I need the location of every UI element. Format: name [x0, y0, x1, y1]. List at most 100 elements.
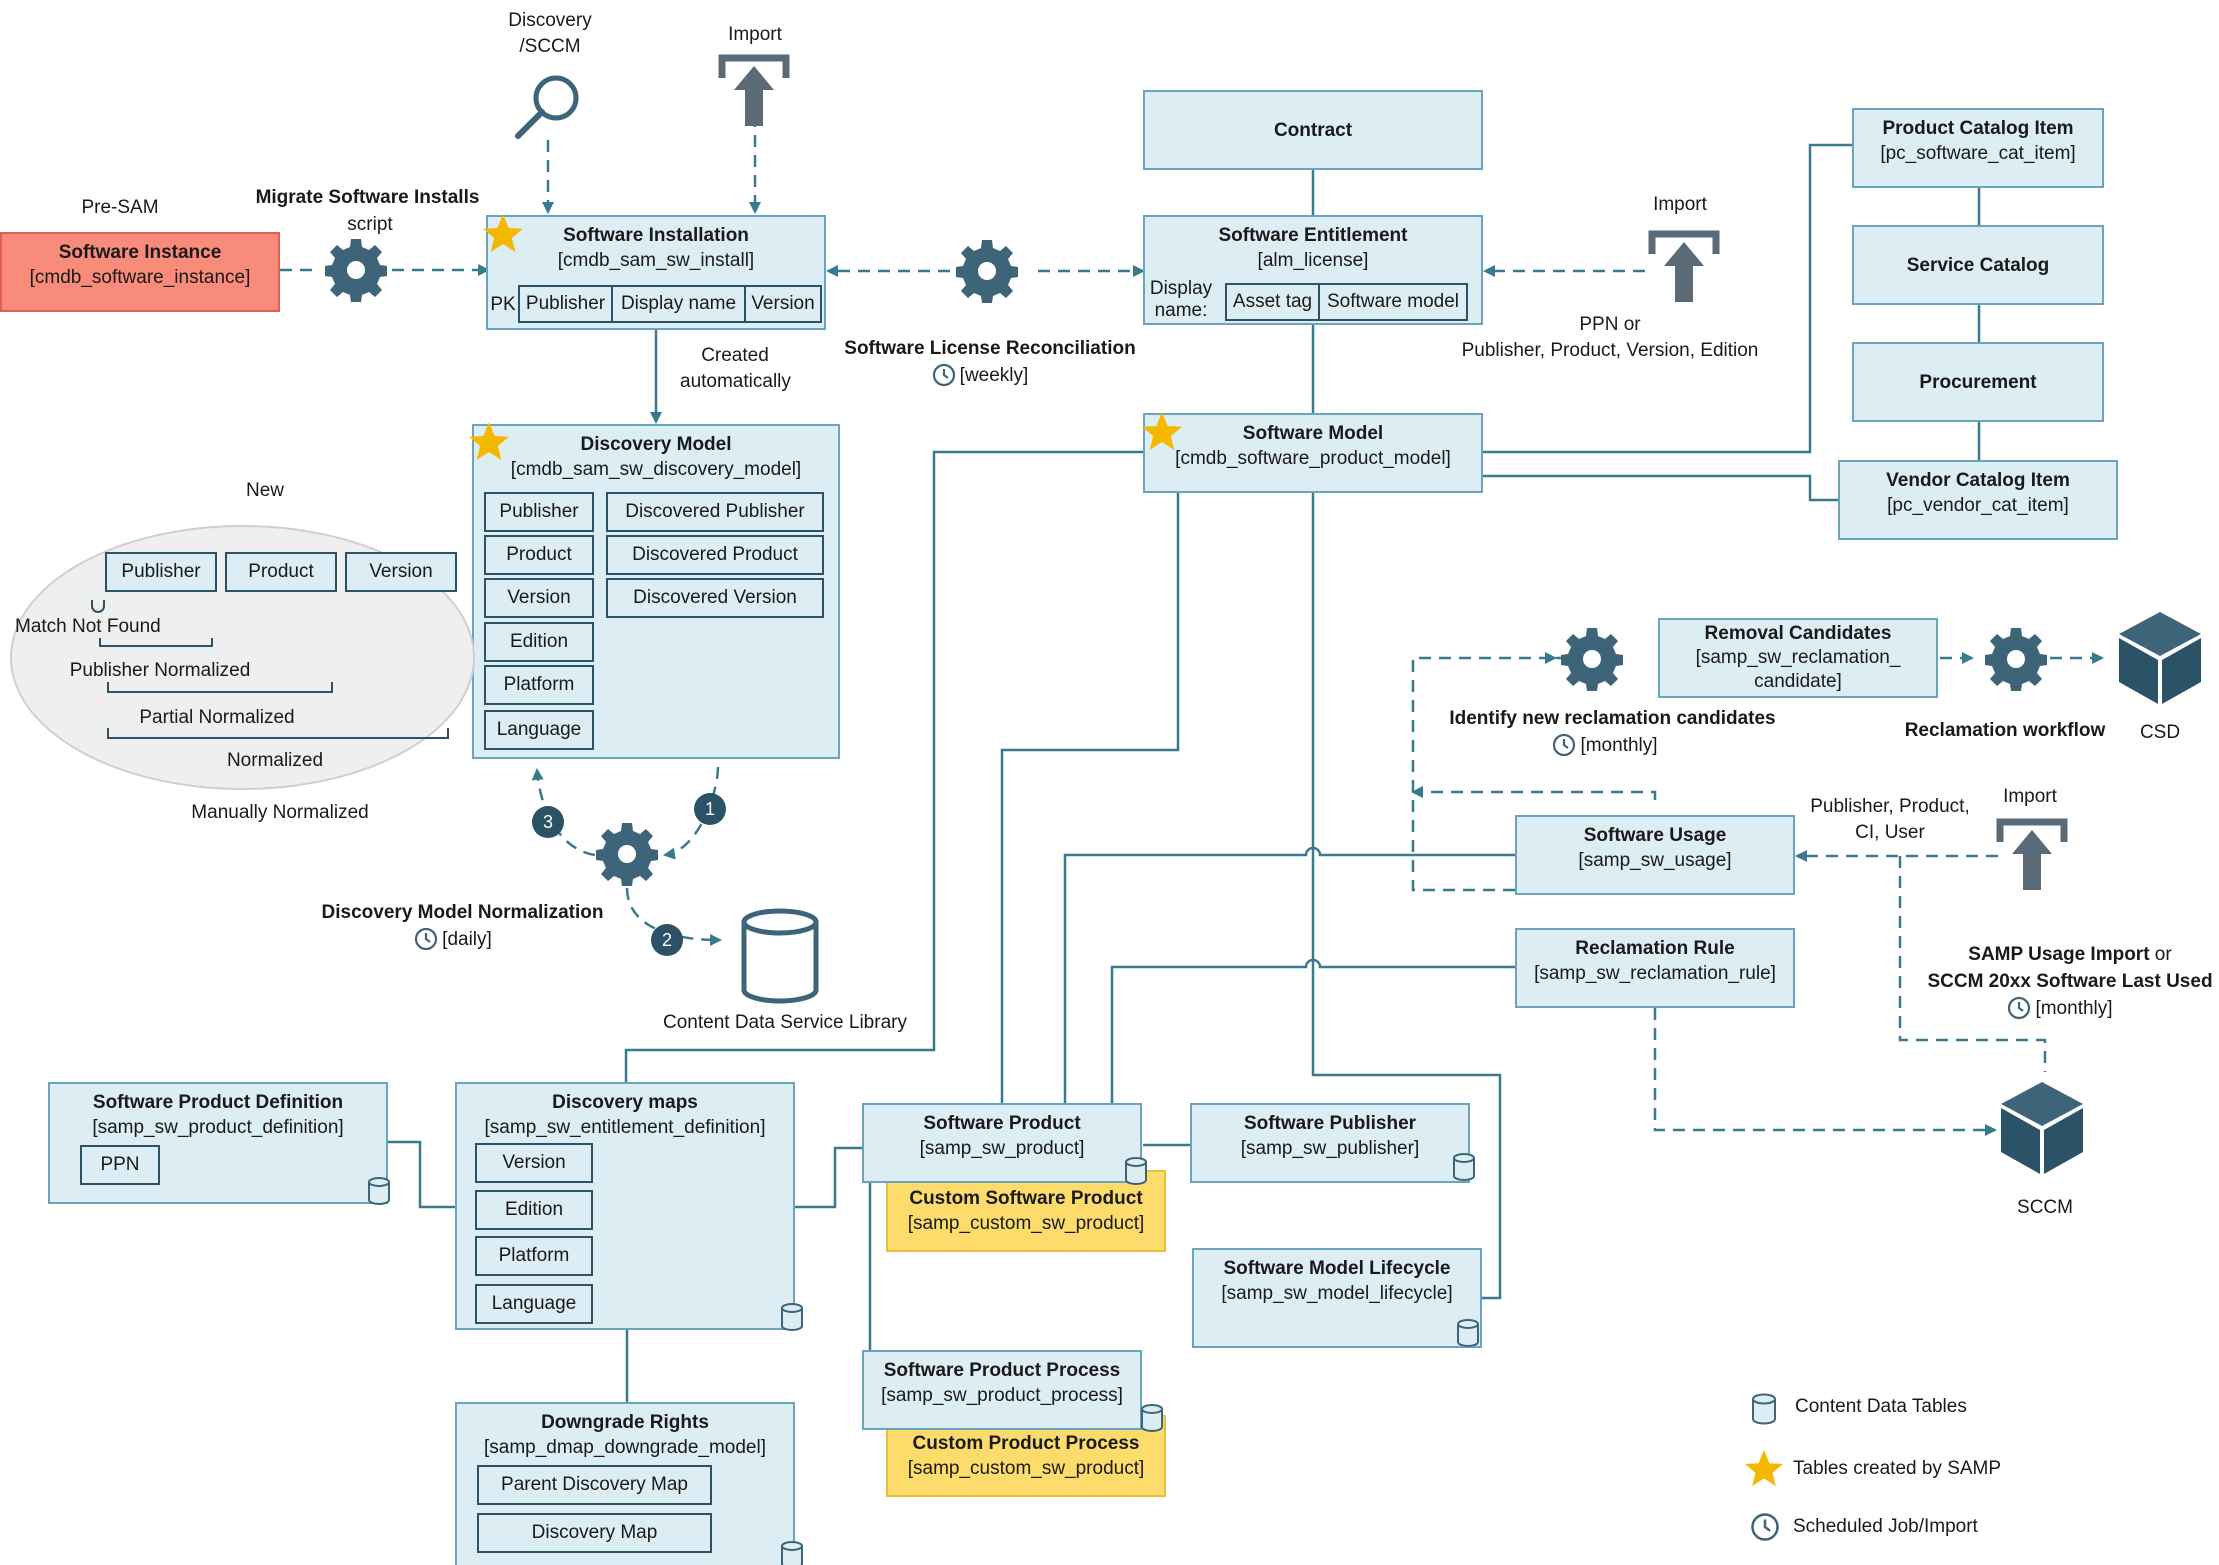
- legend-table-icon: [1752, 1393, 1776, 1425]
- software-product-process-box[interactable]: Software Product Process [samp_sw_produc…: [862, 1350, 1142, 1430]
- box-title: Reclamation Rule: [1575, 938, 1735, 959]
- software-product-definition-box[interactable]: Software Product Definition [samp_sw_pro…: [48, 1082, 388, 1204]
- level-publisher-normalized: Publisher Normalized: [69, 660, 251, 681]
- spd-field-ppn: PPN: [80, 1145, 160, 1185]
- normalization-label: Discovery Model Normalization: [321, 902, 604, 923]
- clock-icon: [2008, 996, 2031, 1020]
- procurement-box[interactable]: Procurement: [1852, 342, 2104, 422]
- reconciliation-schedule: [weekly]: [920, 363, 1040, 389]
- sccm-last-used-label: SCCM 20xx Software Last Used: [1927, 971, 2213, 992]
- box-title: Software Product: [923, 1113, 1081, 1134]
- step-3-badge: 3: [532, 806, 564, 838]
- import-right-label: Import: [1653, 194, 1707, 215]
- box-title: Discovery maps: [552, 1092, 698, 1113]
- vendor-catalog-item-box[interactable]: Vendor Catalog Item [pc_vendor_cat_item]: [1838, 460, 2118, 540]
- service-catalog-box[interactable]: Service Catalog: [1852, 225, 2104, 305]
- box-title: Contract: [1273, 119, 1353, 141]
- field-version: Version: [744, 285, 822, 323]
- clock-icon: [415, 927, 438, 951]
- bracket-marks: [91, 600, 449, 739]
- dm-field-edition: Edition: [484, 622, 594, 662]
- dm-field-discovered-version: Discovered Version: [606, 578, 824, 618]
- box-subtitle: [samp_sw_entitlement_definition]: [484, 1117, 766, 1138]
- software-model-lifecycle-box[interactable]: Software Model Lifecycle [samp_sw_model_…: [1192, 1248, 1482, 1348]
- box-subtitle: [cmdb_software_product_model]: [1175, 448, 1451, 469]
- box-title: Software Publisher: [1243, 1113, 1417, 1134]
- new-label: New: [245, 480, 284, 501]
- legend-content-data-tables: Content Data Tables: [1795, 1396, 1967, 1417]
- box-subtitle: [pc_vendor_cat_item]: [1887, 495, 2069, 516]
- field-publisher: Publisher: [518, 285, 613, 323]
- import-icon: [718, 54, 790, 126]
- dm-field-version: Version: [484, 578, 594, 618]
- reconciliation-label: Software License Reconciliation: [844, 338, 1136, 359]
- gear-icon: [956, 240, 1018, 303]
- box-title: Software Model: [1242, 423, 1384, 444]
- box-title: Software Entitlement: [1218, 225, 1408, 246]
- content-data-table-icon: [781, 1541, 803, 1565]
- removal-candidates-box[interactable]: Removal Candidates [samp_sw_reclamation_…: [1658, 618, 1938, 698]
- box-title: Downgrade Rights: [541, 1412, 709, 1433]
- box-subtitle: [samp_sw_product]: [919, 1138, 1085, 1159]
- dm-field-discovered-product: Discovered Product: [606, 535, 824, 575]
- usage-import-label: SAMP Usage Import or: [1968, 944, 2172, 965]
- box-title: Software Instance: [58, 242, 222, 263]
- cdsl-label: Content Data Service Library: [663, 1012, 907, 1033]
- software-usage-box[interactable]: Software Usage [samp_sw_usage]: [1515, 815, 1795, 895]
- box-title: Software Product Process: [883, 1360, 1121, 1381]
- box-subtitle: [samp_sw_product_definition]: [92, 1117, 344, 1138]
- new-field-product: Product: [225, 552, 337, 592]
- software-publisher-box[interactable]: Software Publisher [samp_sw_publisher]: [1190, 1103, 1470, 1183]
- box-subtitle: candidate]: [1754, 671, 1842, 692]
- box-title: Vendor Catalog Item: [1886, 470, 2070, 491]
- content-data-table-icon: [1457, 1319, 1479, 1347]
- box-title: Software Installation: [563, 225, 749, 246]
- software-model-box[interactable]: Software Model [cmdb_software_product_mo…: [1143, 413, 1483, 493]
- csd-cube-icon: [2119, 612, 2201, 704]
- dm-field-product: Product: [484, 535, 594, 575]
- csd-label: CSD: [2139, 722, 2181, 743]
- contract-box[interactable]: Contract: [1143, 90, 1483, 170]
- box-title: Software Product Definition: [92, 1092, 344, 1113]
- software-instance-box[interactable]: Software Instance [cmdb_software_instanc…: [0, 232, 280, 312]
- dmap-field-edition: Edition: [475, 1190, 593, 1230]
- legend-star-icon: [1744, 1449, 1784, 1487]
- star-icon: [1142, 412, 1182, 450]
- box-subtitle: [samp_custom_sw_product]: [907, 1213, 1145, 1234]
- import-label: Import: [728, 24, 782, 45]
- sccm-label: SCCM: [2017, 1197, 2073, 1218]
- level-manually-normalized: Manually Normalized: [191, 802, 369, 823]
- box-title: Software Usage: [1583, 825, 1727, 846]
- box-title: Service Catalog: [1906, 254, 2050, 276]
- link-model-vendor: [1482, 474, 1838, 502]
- pre-sam-label: Pre-SAM: [81, 197, 159, 218]
- star-icon: [483, 214, 523, 252]
- gear-icon: [1561, 628, 1623, 691]
- new-field-version: Version: [345, 552, 457, 592]
- box-subtitle: [alm_license]: [1257, 250, 1369, 271]
- dr-field-parent-discovery-map: Parent Discovery Map: [477, 1465, 712, 1505]
- sccm-cube-icon: [2001, 1082, 2083, 1174]
- custom-software-product-box[interactable]: Custom Software Product [samp_custom_sw_…: [886, 1170, 1166, 1252]
- reclamation-rule-box[interactable]: Reclamation Rule [samp_sw_reclamation_ru…: [1515, 928, 1795, 1008]
- script-label: script: [347, 214, 393, 235]
- box-title: Discovery Model: [580, 434, 732, 455]
- svg-text:3: 3: [543, 812, 553, 832]
- box-title: Removal Candidates: [1704, 623, 1892, 644]
- content-data-table-icon: [1125, 1157, 1147, 1185]
- dm-field-platform: Platform: [484, 665, 594, 705]
- normalization-schedule: [daily]: [398, 927, 508, 953]
- dmap-field-language: Language: [475, 1284, 593, 1324]
- pk-label: PK: [490, 294, 516, 315]
- gear-icon: [596, 823, 658, 886]
- svg-text:1: 1: [705, 799, 715, 819]
- legend-scheduled-job-import: Scheduled Job/Import: [1793, 1516, 1978, 1537]
- legend-tables-created-by-samp: Tables created by SAMP: [1793, 1458, 2002, 1479]
- level-match-not-found: Match Not Found: [15, 616, 161, 637]
- product-catalog-item-box[interactable]: Product Catalog Item [pc_software_cat_it…: [1852, 108, 2104, 188]
- box-subtitle: [cmdb_sam_sw_install]: [557, 250, 755, 271]
- search-icon: [515, 75, 579, 139]
- box-title: Product Catalog Item: [1882, 118, 2074, 139]
- software-product-box[interactable]: Software Product [samp_sw_product]: [862, 1103, 1142, 1183]
